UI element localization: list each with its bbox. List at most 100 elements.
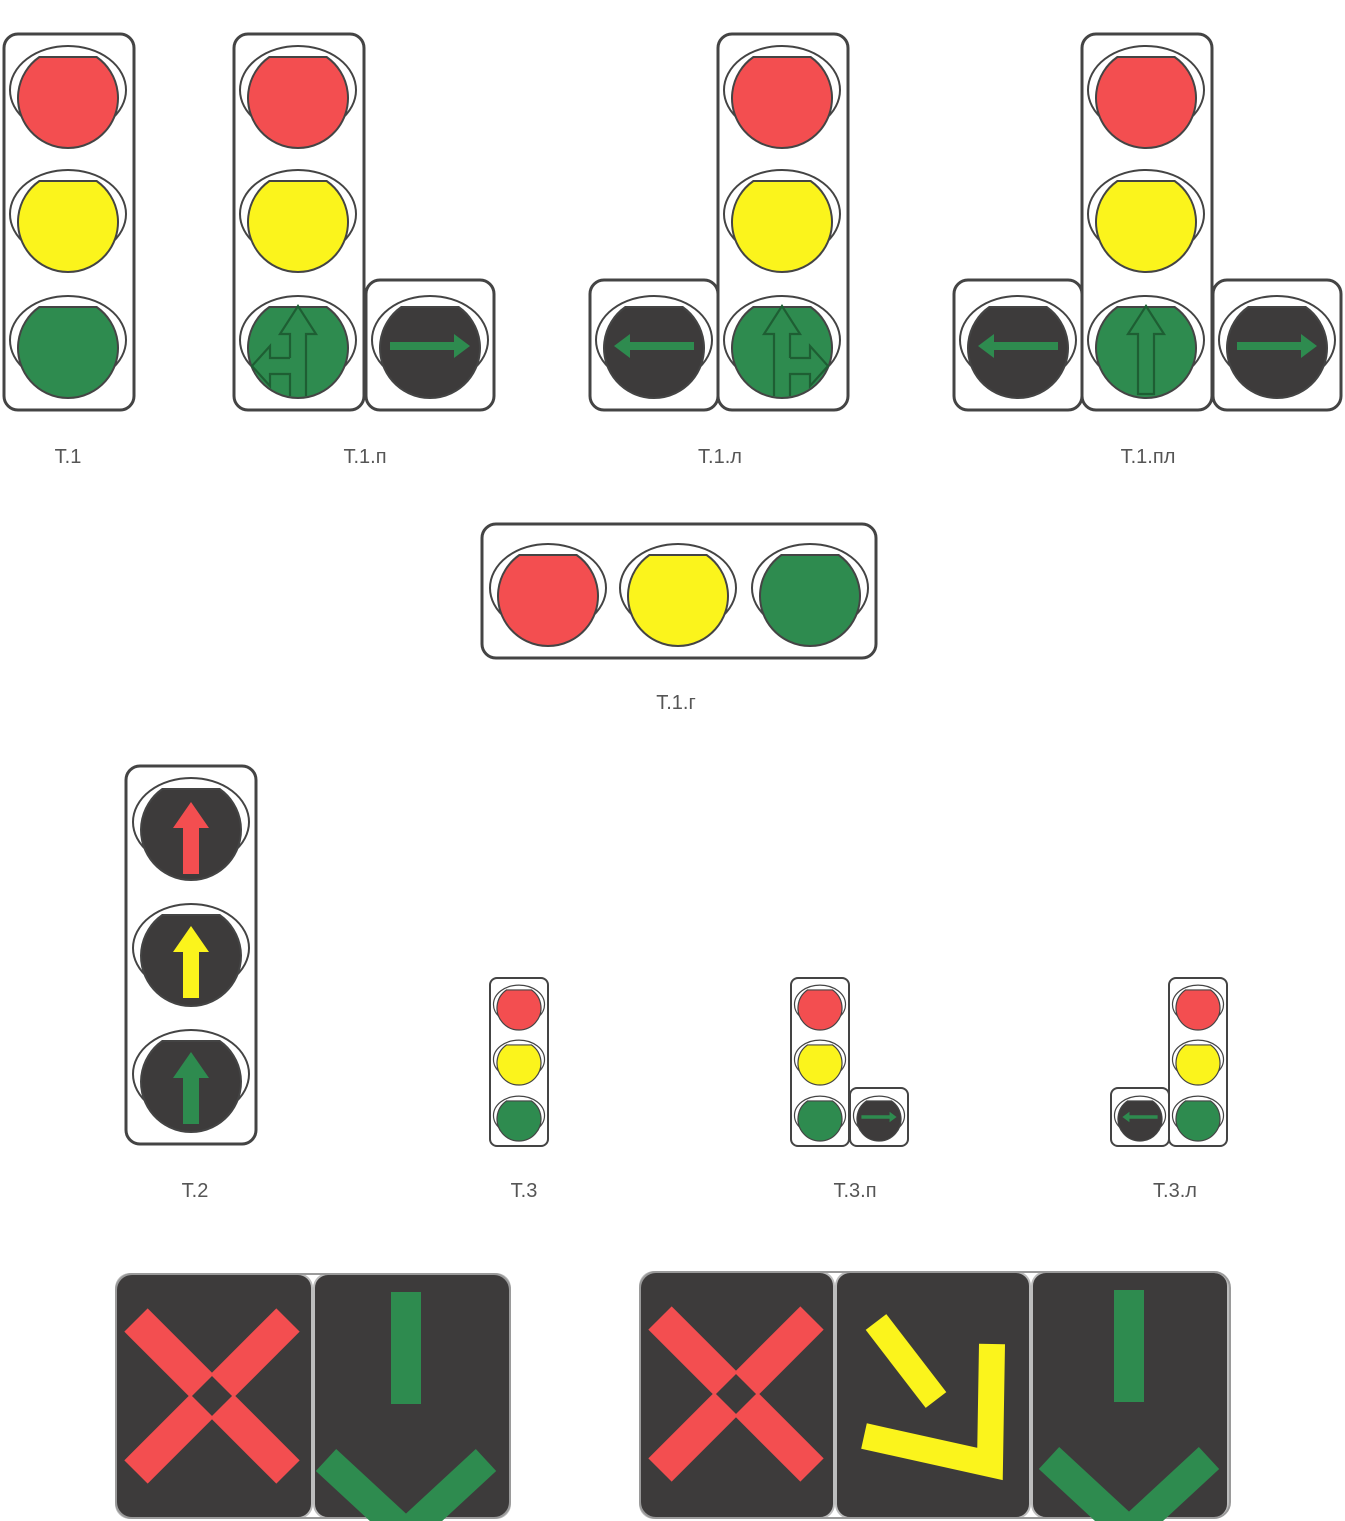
lamp-disc: [1226, 306, 1328, 399]
t3p-green-lamp: [793, 1095, 847, 1142]
cross-stroke: [734, 1306, 824, 1396]
t1pl-green-lamp: [1087, 295, 1205, 399]
lamp-disc: [731, 306, 833, 399]
t3p-yellow-lamp: [793, 1039, 847, 1086]
t2-green-arrow-up-icon: [173, 1052, 209, 1124]
lamp-disc: [496, 1044, 542, 1086]
lamp-disc: [247, 56, 349, 149]
cross-stroke: [648, 1392, 738, 1482]
t3l-yellow-lamp: [1171, 1039, 1225, 1086]
t3l-green-lamp: [1171, 1095, 1225, 1142]
straight-arrow-outline: [761, 303, 803, 396]
t1g-red-lamp: [489, 543, 607, 647]
lamp-disc: [17, 56, 119, 149]
t1l-section-lamp: [595, 295, 713, 399]
straight-arrow-outline: [277, 303, 319, 396]
lamp-disc: [379, 306, 481, 399]
label-t1p: Т.1.п: [343, 446, 387, 468]
lamp-disc: [497, 554, 599, 647]
lamp-disc: [496, 1100, 542, 1142]
t1p-red-lamp: [239, 45, 357, 149]
lane-signal-left-red-cross-icon: [124, 1308, 300, 1484]
cross-stroke: [734, 1392, 824, 1482]
t3p-arrow-right-icon: [861, 1111, 897, 1123]
t3l-red-lamp: [1171, 984, 1225, 1031]
t1g-yellow-lamp: [619, 543, 737, 647]
lamp-disc: [856, 1100, 902, 1142]
t3l-section-lamp: [1113, 1095, 1167, 1142]
t1l-red-lamp: [723, 45, 841, 149]
label-t3: Т.3: [510, 1180, 538, 1202]
diagonal-shaft: [865, 1314, 947, 1408]
label-t2: Т.2: [181, 1180, 209, 1202]
t3p-red-lamp: [793, 984, 847, 1031]
t1l-yellow-lamp: [723, 169, 841, 273]
t3p-section-lamp: [852, 1095, 906, 1142]
lamp-disc: [1117, 1100, 1163, 1142]
diagonal-head: [861, 1343, 1005, 1481]
lamp-disc: [247, 306, 349, 399]
t1-yellow-lamp: [9, 169, 127, 273]
t1l-straight-right-arrow-icon: [761, 303, 830, 396]
arrow-chevron: [1038, 1446, 1220, 1521]
label-t1g: Т.1.г: [656, 692, 696, 714]
lamp-disc: [496, 989, 542, 1031]
lamp-disc: [797, 989, 843, 1031]
lane-signal-left-red-section: [115, 1273, 313, 1519]
t1g-green-lamp: [751, 543, 869, 647]
t1pl-red-lamp: [1087, 45, 1205, 149]
lane-signal-left-frame: [115, 1273, 511, 1519]
cross-stroke: [210, 1308, 300, 1398]
cross-stroke: [210, 1394, 300, 1484]
lamp-disc: [731, 56, 833, 149]
t1l-arrow-left-icon: [614, 334, 694, 358]
label-t3p: Т.3.п: [833, 1180, 877, 1202]
lamp-disc: [1095, 306, 1197, 399]
lamp-disc: [967, 306, 1069, 399]
t1pl-yellow-lamp: [1087, 169, 1205, 273]
lamp-disc: [17, 306, 119, 399]
label-t3l: Т.3.л: [1153, 1180, 1197, 1202]
label-t1l: Т.1.л: [698, 446, 742, 468]
lane-signal-right-frame: [639, 1271, 1231, 1519]
lane-signal-left-green-arrow-down-icon: [315, 1292, 497, 1521]
lamp-disc: [1175, 1044, 1221, 1086]
cross-stroke: [124, 1394, 214, 1484]
lamp-disc: [247, 180, 349, 273]
turn-arrow-outline: [250, 343, 292, 396]
lamp-disc: [1095, 180, 1197, 273]
arrow-shaft: [391, 1292, 421, 1404]
label-t1pl: Т.1.пл: [1120, 446, 1176, 468]
t1-green-lamp: [9, 295, 127, 399]
label-t1: Т.1: [54, 446, 82, 468]
t1p-arrow-right-icon: [390, 334, 470, 358]
t3-green-lamp: [492, 1095, 546, 1142]
t2-yellow-arrow-up-icon: [173, 926, 209, 998]
t1p-yellow-lamp: [239, 169, 357, 273]
lamp-disc: [603, 306, 705, 399]
cross-stroke: [124, 1308, 214, 1398]
t3l-arrow-left-icon: [1122, 1111, 1158, 1123]
t1pl-arrow-left-icon: [978, 334, 1058, 358]
lamp-disc: [1175, 1100, 1221, 1142]
t1-red-lamp: [9, 45, 127, 149]
lamp-disc: [797, 1100, 843, 1142]
lane-signal-right-yellow-diagonal-arrow-icon: [861, 1314, 1005, 1481]
lamp-disc: [1175, 989, 1221, 1031]
turn-arrow-outline: [788, 343, 830, 396]
lamp-disc: [797, 1044, 843, 1086]
lane-signal-right-red-cross-icon: [648, 1306, 824, 1482]
lamp-disc: [1095, 56, 1197, 149]
t1p-straight-left-arrow-icon: [250, 303, 319, 396]
t1pl-arrow-up-icon: [1125, 303, 1167, 396]
arrow-chevron: [315, 1448, 497, 1521]
t2-red-arrow-up-icon: [173, 802, 209, 874]
cross-stroke: [648, 1306, 738, 1396]
arrow-shaft: [1114, 1290, 1144, 1402]
t3-yellow-lamp: [492, 1039, 546, 1086]
t1pl-arrow-right-icon: [1237, 334, 1317, 358]
lamp-disc: [731, 180, 833, 273]
lamp-disc: [627, 554, 729, 647]
lane-signal-right-green-arrow-down-icon: [1038, 1290, 1220, 1521]
